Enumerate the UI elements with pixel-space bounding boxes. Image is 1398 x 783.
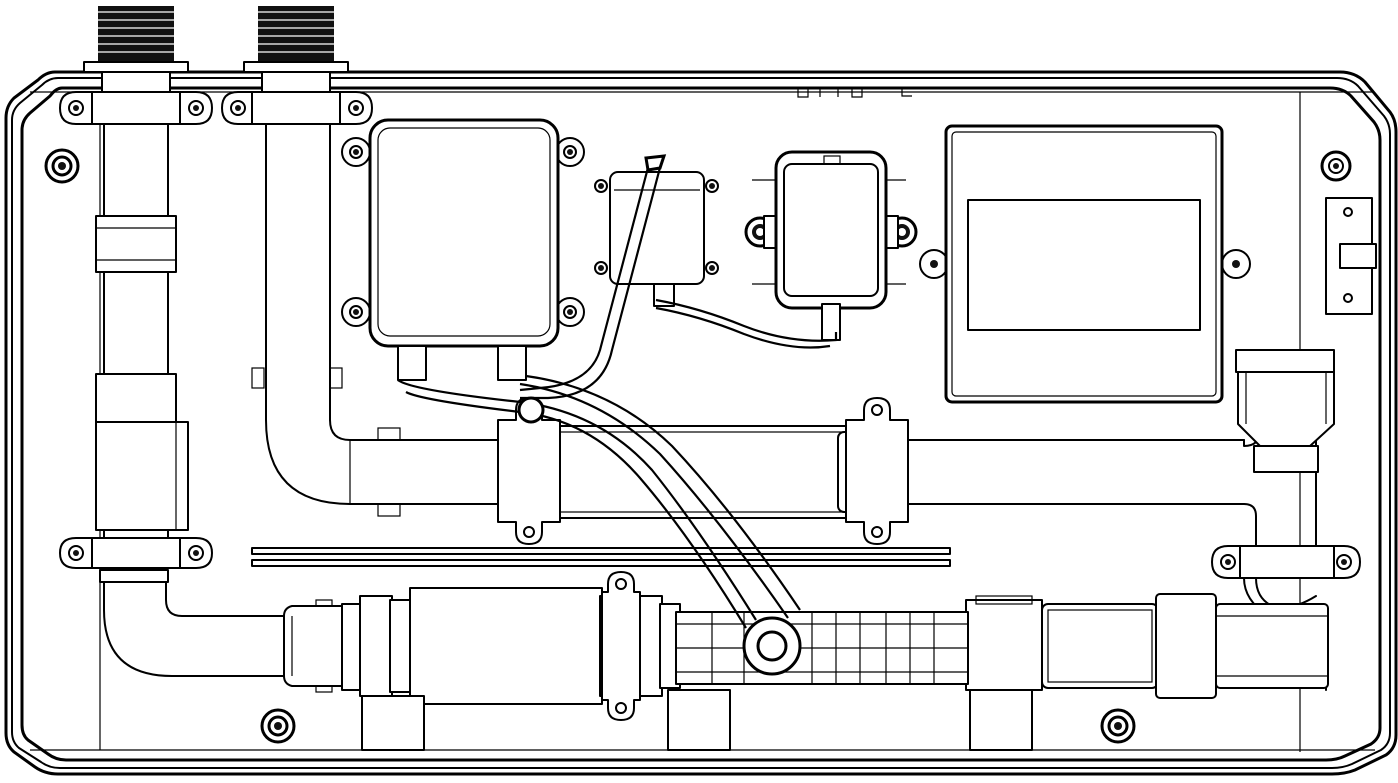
- heater-mesh: [675, 611, 969, 685]
- sensor-module: [744, 150, 918, 341]
- display-panel: [919, 124, 1251, 404]
- inlet-fitting-left: [83, 6, 189, 93]
- inlet-fitting-right: [243, 6, 349, 93]
- elbow-bottom-left: [103, 581, 291, 677]
- middle-pipe: [497, 397, 1317, 549]
- top-clamp-right: [221, 91, 373, 125]
- box-small: [594, 171, 719, 307]
- cable-pair: [397, 154, 838, 629]
- top-clamp-left: [59, 91, 213, 125]
- pipe-left-vertical: [95, 123, 189, 541]
- bottom-clamp-left: [59, 537, 213, 583]
- box-large: [341, 118, 585, 381]
- outlet-funnel: [1235, 349, 1335, 473]
- pipe-right-vertical: [251, 123, 499, 517]
- side-bracket: [1320, 150, 1377, 315]
- screw-bosses: [44, 148, 1136, 744]
- guide-rails: [251, 547, 951, 567]
